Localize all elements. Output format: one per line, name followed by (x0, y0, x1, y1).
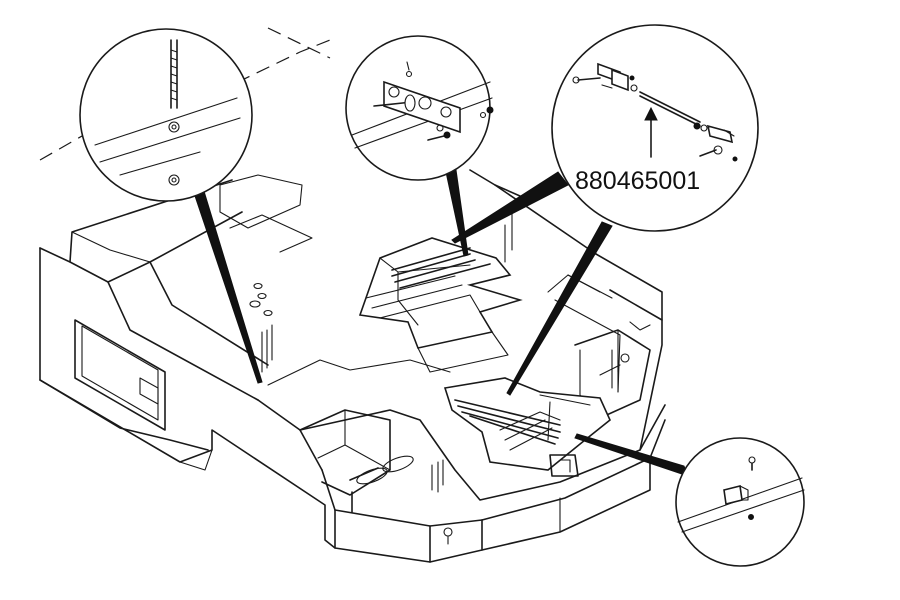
scattered-hardware (249, 282, 651, 545)
tie-rod-parts (572, 62, 738, 162)
center-rail-assembly (358, 206, 523, 373)
floor-plates (219, 174, 451, 386)
callout-detail-bolt (79, 28, 253, 202)
part-number-arrow (644, 106, 658, 158)
part-number-label: 880465001 (575, 167, 700, 195)
callout-detail-bracket (345, 35, 494, 181)
side-access-panel (74, 319, 166, 431)
callout-detail-clip (675, 437, 805, 567)
left-battery-compartment (299, 409, 414, 513)
callout-detail-tie-rod: 880465001 (551, 24, 759, 232)
front-axle-assembly (443, 377, 611, 477)
